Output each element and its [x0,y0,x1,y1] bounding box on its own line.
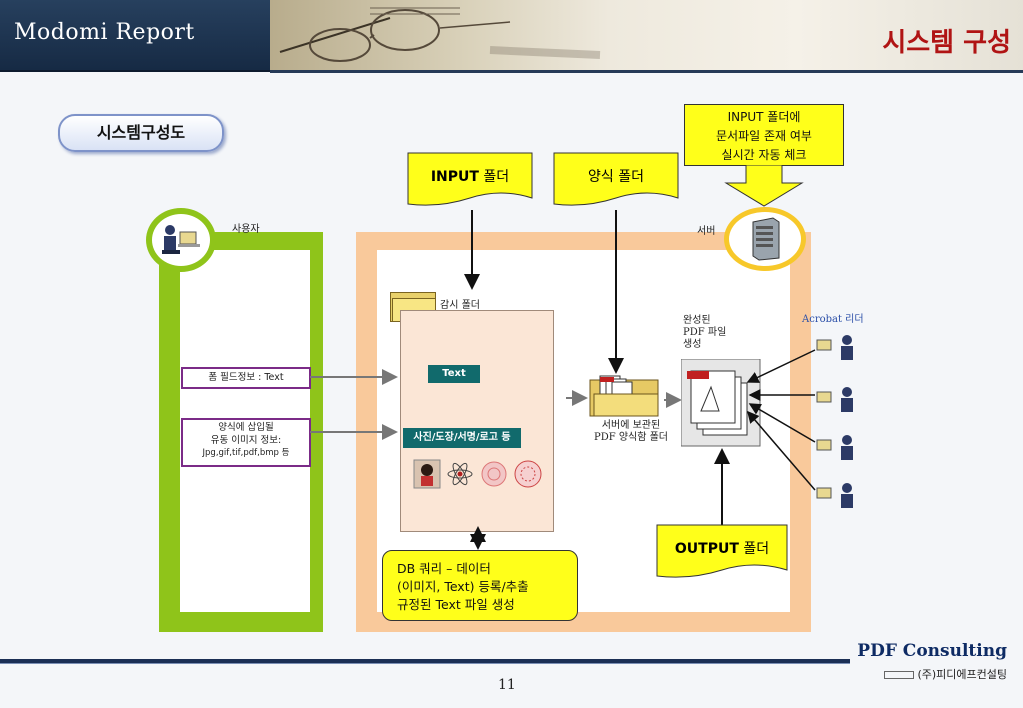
form-folder-callout: 양식 폴더 [588,169,644,185]
down-block-arrow [724,165,804,207]
page-number: 11 [498,677,516,693]
page-title: 시스템 구성 [882,28,1011,58]
image-info-line3: Jpg,gif,tif,pdf,bmp 등 [202,448,290,458]
reader-user-icon [816,335,853,360]
acrobat-reader-label: Acrobat 리더 [802,314,864,325]
completed-pdf-line3: 생성 [683,339,702,350]
input-folder-callout-shape [407,152,533,206]
input-check-callout: INPUT 폴더에 문서파일 존재 여부 실시간 자동 체크 [684,104,844,166]
server-label: 서버 [697,226,716,237]
pdf-form-folder-icon [589,375,659,417]
company-logo-bars [884,671,915,679]
watch-folder-label: 감시 폴더 [440,300,480,311]
header-brand-panel [0,0,270,72]
input-check-line3: 실시간 자동 체크 [721,148,807,162]
glasses-pen-illustration [279,7,601,62]
input-folder-bold: INPUT [430,169,479,185]
output-folder-bold: OUTPUT [674,541,739,557]
brand-title: Modomi Report [14,20,195,45]
user-computer-icon [162,225,200,254]
footer-divider-thin [0,663,850,664]
pdf-form-folder-line1: 서버에 보관된 [601,420,661,431]
user-label: 사용자 [232,224,260,235]
text-button: Text [428,365,480,383]
image-info-line1: 양식에 삽입될 [218,422,274,433]
reader-users-icons [816,335,853,508]
image-info-line2: 유동 이미지 정보: [210,435,282,446]
header-divider [270,70,1023,73]
watch-folder-panel [400,310,554,532]
reader-user-icon [816,387,853,412]
completed-pdf-label: 완성된 PDF 파일 생성 [683,315,726,351]
company-name-kr-text: (주)피디에프컨설팅 [917,668,1007,681]
input-folder-callout: INPUT 폴더 [407,166,533,186]
footer-divider [0,659,850,663]
company-name-kr: (주)피디에프컨설팅 [884,666,1007,682]
company-name: PDF Consulting [857,641,1007,661]
db-query-line3: 규정된 Text 파일 생성 [397,597,515,612]
user-icon-circle [146,208,216,272]
input-check-line2: 문서파일 존재 여부 [716,129,812,143]
pdf-form-folder-line2: PDF 양식함 폴더 [593,432,669,443]
atom-logo-icon [447,462,473,486]
output-folder-callout: OUTPUT 폴더 [656,538,788,558]
image-thumbnails [413,459,542,489]
image-info-box: 양식에 삽입될 유동 이미지 정보: Jpg,gif,tif,pdf,bmp 등 [181,418,311,467]
input-folder-rest: 폴더 [478,169,510,185]
server-icon [752,217,780,261]
db-query-line2: (이미지, Text) 등록/추출 [397,579,529,594]
completed-pdf-line2: PDF 파일 [683,327,727,338]
output-folder-rest: 폴더 [738,541,770,557]
input-check-line1: INPUT 폴더에 [727,110,801,124]
output-folder-callout-shape [656,524,788,578]
image-button: 사진/도장/서명/로고 등 [403,428,521,448]
header-banner-image [270,0,1023,70]
completed-pdf-line1: 완성된 [683,315,711,326]
reader-user-icon [816,435,853,460]
pdf-form-folder-label: 서버에 보관된 PDF 양식함 폴더 [583,420,679,444]
section-label: 시스템구성도 [58,114,224,152]
server-icon-circle [724,207,806,271]
db-query-line1: DB 쿼리 – 데이터 [397,561,491,576]
reader-user-icon [816,483,853,508]
db-query-callout: DB 쿼리 – 데이터 (이미지, Text) 등록/추출 규정된 Text 파… [382,550,578,621]
form-folder-callout-shape [553,152,679,206]
